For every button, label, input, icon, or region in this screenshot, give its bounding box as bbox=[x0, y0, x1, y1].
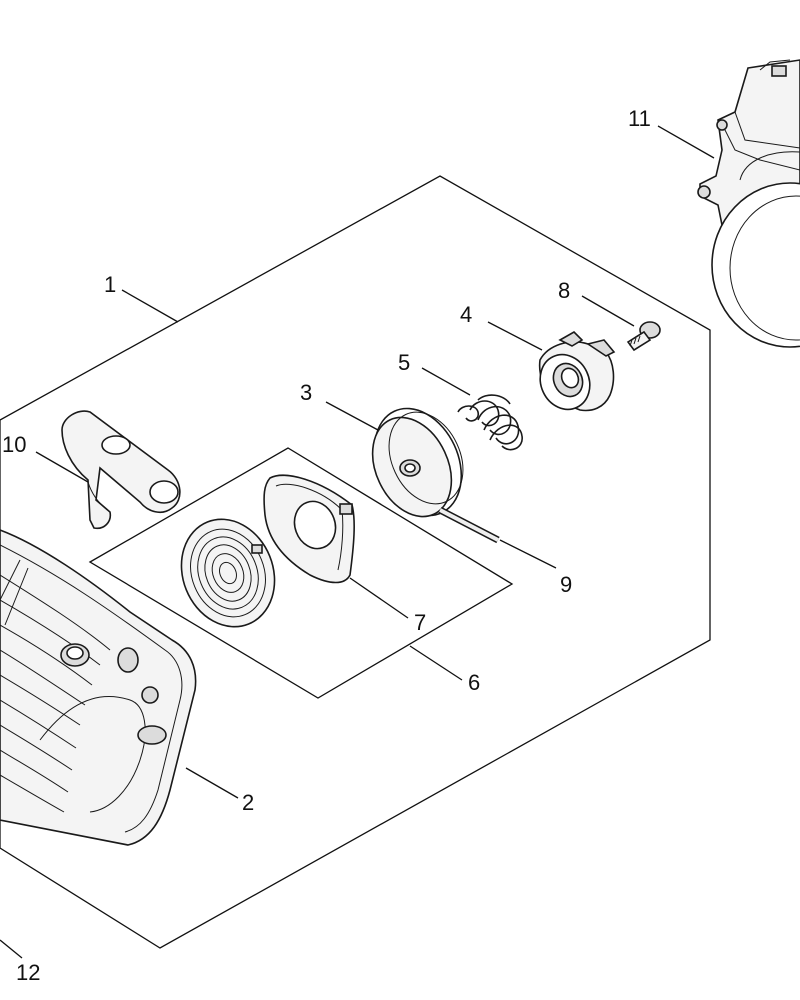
starter-handle-part bbox=[61, 410, 181, 530]
rope-part bbox=[438, 506, 500, 544]
callout-8: 8 bbox=[558, 278, 570, 303]
callout-2: 2 bbox=[242, 790, 254, 815]
callout-9: 9 bbox=[560, 572, 572, 597]
coil-spring-part bbox=[457, 394, 523, 451]
callout-6: 6 bbox=[468, 670, 480, 695]
callout-4: 4 bbox=[460, 302, 472, 327]
callout-labels: 1 2 3 4 5 6 7 8 9 10 11 12 bbox=[2, 106, 651, 985]
callout-10: 10 bbox=[2, 432, 26, 457]
fan-housing-part bbox=[697, 59, 800, 348]
leader-lines bbox=[0, 125, 715, 959]
spring-case-part bbox=[263, 474, 355, 584]
recoil-spring-part bbox=[180, 518, 276, 628]
callout-12: 12 bbox=[16, 960, 40, 985]
callout-7: 7 bbox=[414, 610, 426, 635]
callout-1: 1 bbox=[104, 272, 116, 297]
ratchet-part bbox=[538, 331, 616, 412]
callout-11: 11 bbox=[628, 106, 651, 131]
starter-cover-part bbox=[0, 529, 197, 846]
pulley-part bbox=[371, 407, 464, 518]
assembly-1-outline bbox=[0, 175, 711, 949]
screw-part bbox=[626, 321, 661, 352]
subassembly-6-outline bbox=[88, 447, 514, 699]
callout-5: 5 bbox=[398, 350, 410, 375]
callout-3: 3 bbox=[300, 380, 312, 405]
